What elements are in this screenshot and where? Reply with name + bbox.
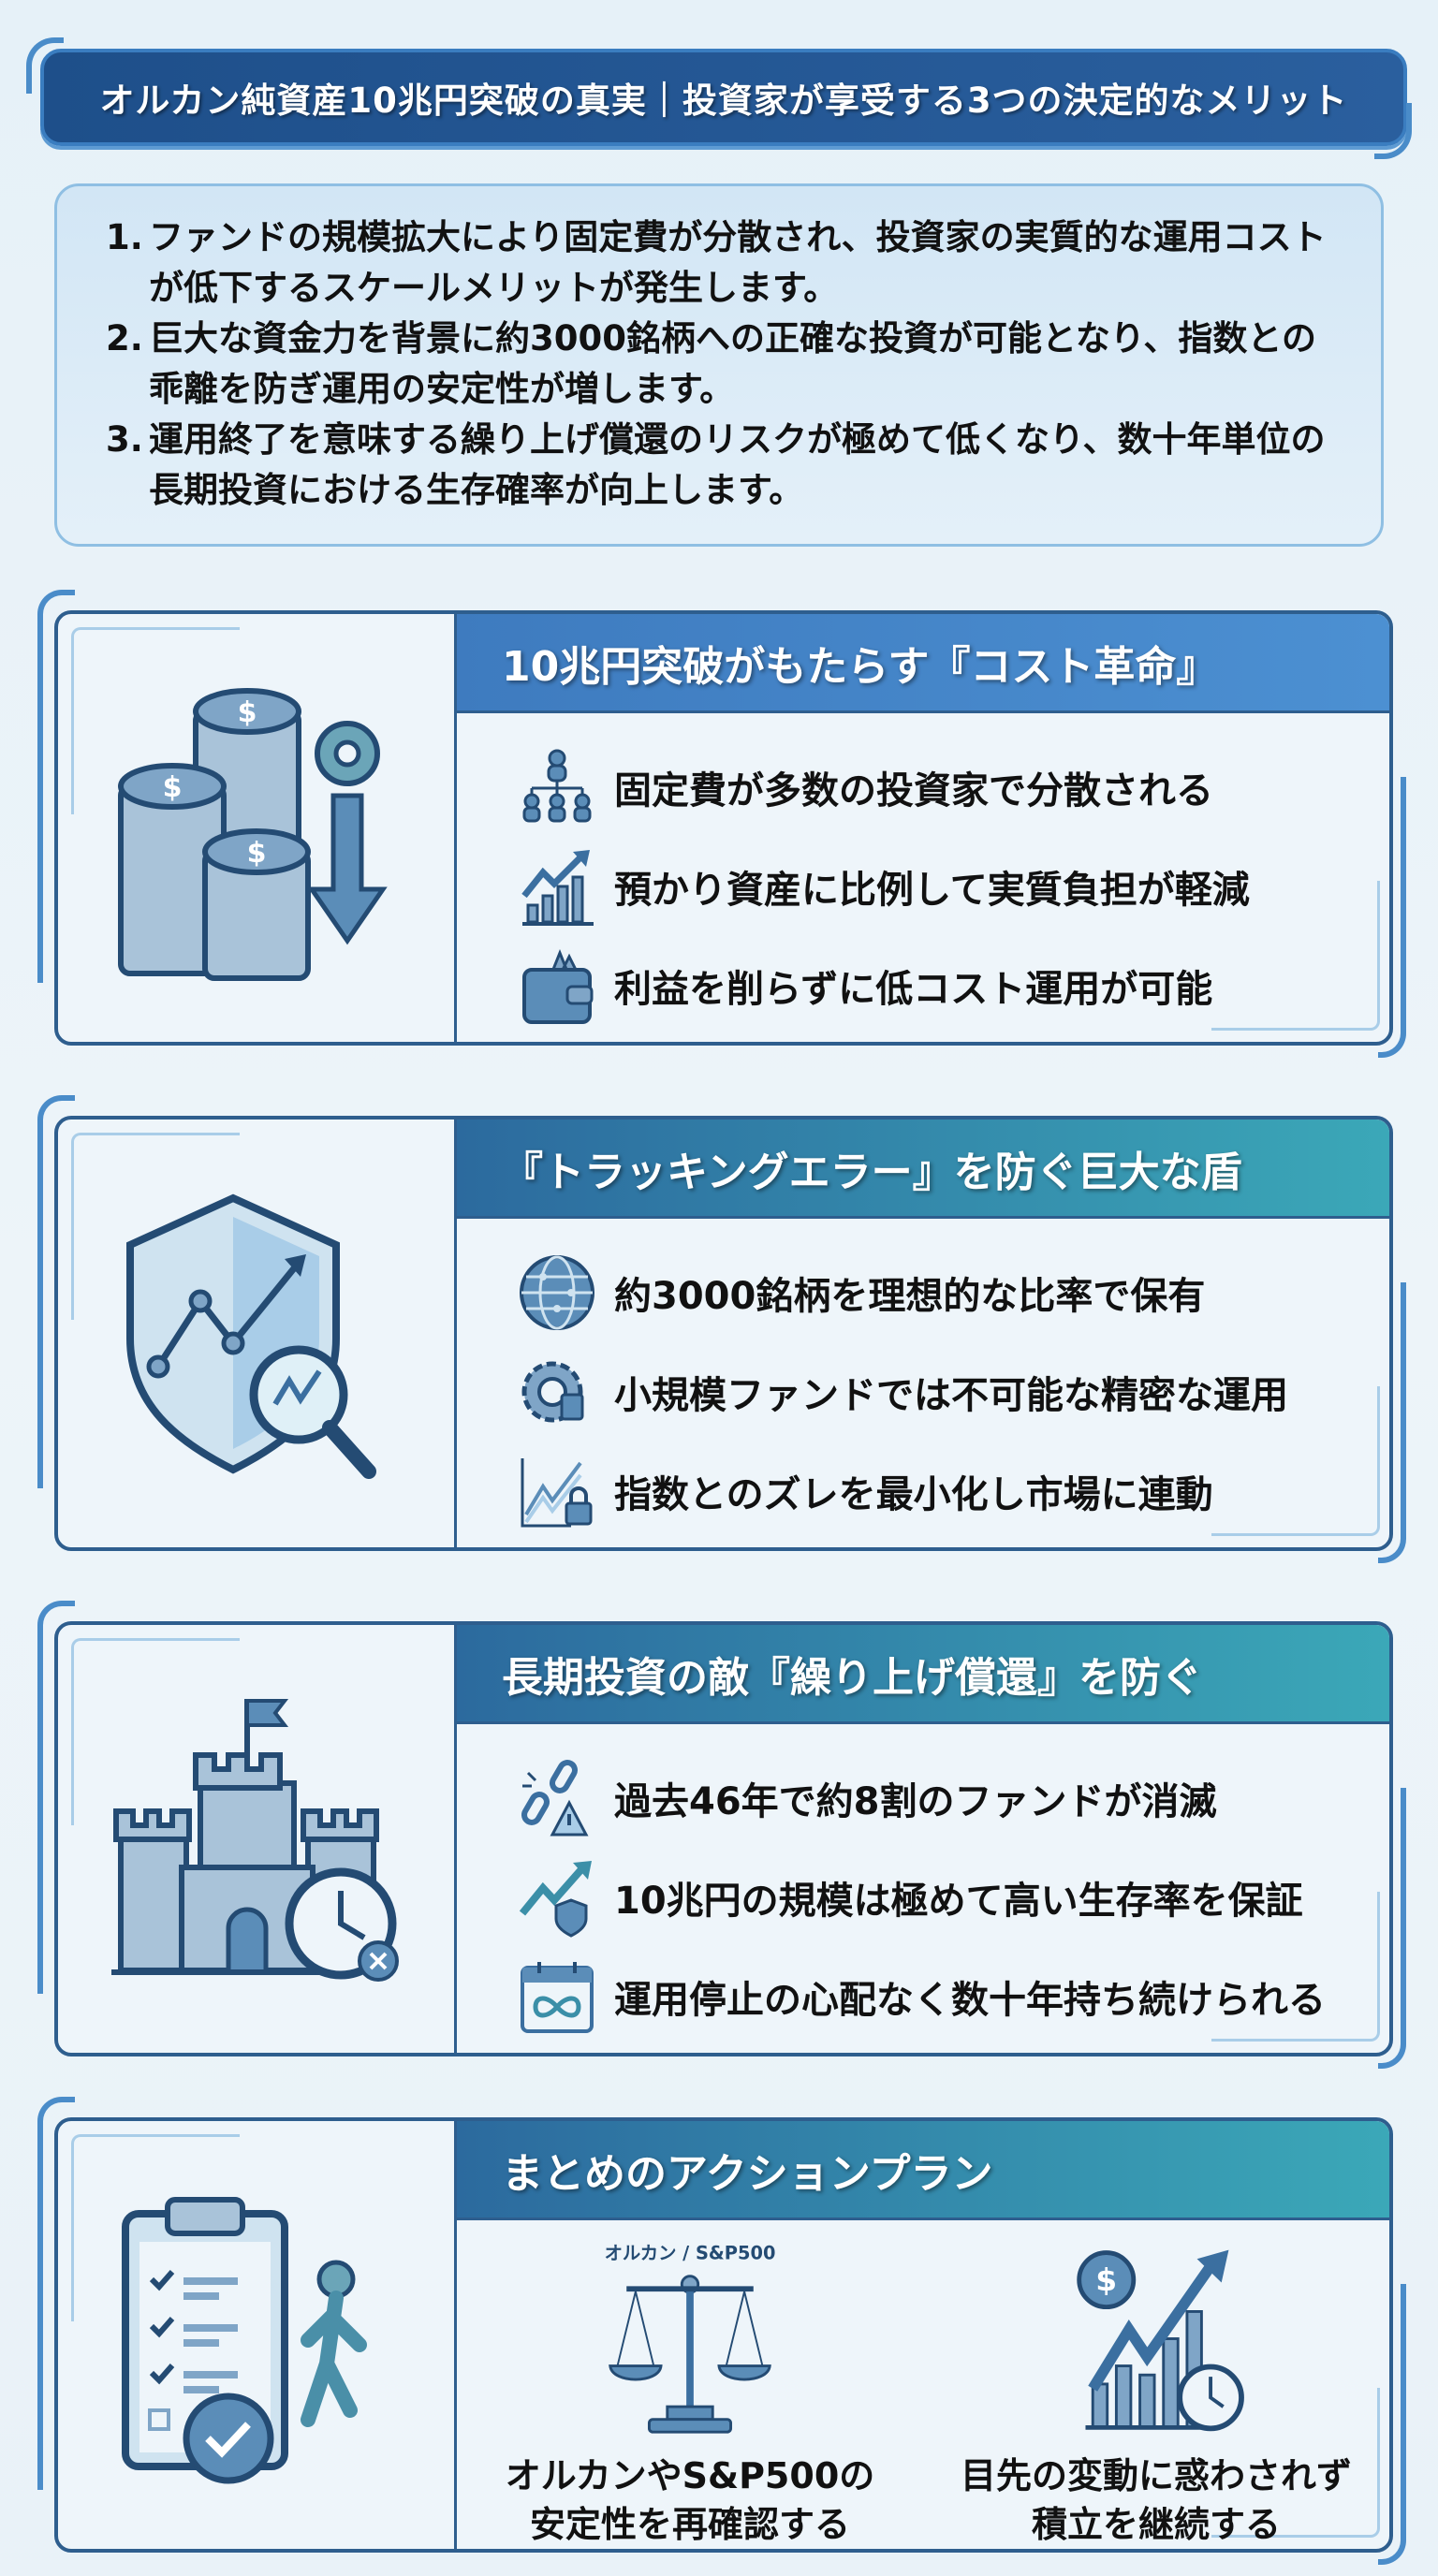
- section-card: 『トラッキングエラー』を防ぐ巨大な盾 約3000銘柄を理想的な比率で保有 小規模: [54, 1116, 1393, 1551]
- svg-text:$: $: [246, 837, 266, 870]
- list-item-text: 過去46年で約8割のファンドが消滅: [614, 1780, 1217, 1823]
- decor-corner: [37, 2097, 75, 2490]
- svg-text:$: $: [162, 771, 182, 804]
- decor-corner: [1378, 777, 1406, 1058]
- broken-chain-warning-icon: [521, 1760, 589, 1837]
- section-illustration: $ $ $: [58, 614, 457, 1042]
- arrow-up-shield-icon: [519, 1861, 592, 1938]
- balance-scale-icon: オルカン / S&P500: [605, 2242, 776, 2434]
- org-chart-people-icon: [522, 749, 592, 823]
- list-item: 固定費が多数の投資家で分散される: [515, 738, 1389, 837]
- svg-text:$: $: [1095, 2261, 1117, 2298]
- summary-number: 1.: [106, 217, 143, 257]
- section-header: 長期投資の敵『繰り上げ償還』を防ぐ: [457, 1625, 1389, 1724]
- list-item-text: 預かり資産に比例して実質負担が軽減: [614, 869, 1250, 912]
- list-item: 過去46年で約8割のファンドが消滅: [515, 1749, 1389, 1848]
- section-title: 長期投資の敵『繰り上げ償還』を防ぐ: [502, 1653, 1202, 1702]
- section-action-plan: まとめのアクションプラン オルカン / S&P500 オルカンやS&P500の …: [28, 2087, 1414, 2574]
- summary-number: 3.: [106, 419, 143, 460]
- decor-line: [71, 1133, 240, 1320]
- summary-item: 3. 運用終了を意味する繰り上げ償還のリスクが極めて低くなり、数十年単位の長期投…: [106, 415, 1343, 516]
- section-illustration: [58, 1120, 457, 1547]
- action-item: オルカン / S&P500 オルカンやS&P500の 安定性を再確認する: [457, 2220, 923, 2549]
- coins-gear-down-arrow-icon: $ $ $: [117, 687, 388, 981]
- list-item: 小規模ファンドでは不可能な精密な運用: [515, 1342, 1389, 1442]
- decor-corner: [1378, 2284, 1406, 2565]
- section-card: まとめのアクションプラン オルカン / S&P500 オルカンやS&P500の …: [54, 2117, 1393, 2553]
- decor-line: [1211, 1386, 1380, 1536]
- decor-corner: [37, 590, 75, 983]
- decor-line: [71, 627, 240, 814]
- list-item: 預かり資産に比例して実質負担が軽減: [515, 837, 1389, 936]
- list-item: 約3000銘柄を理想的な比率で保有: [515, 1243, 1389, 1342]
- summary-text: ファンドの規模拡大により固定費が分散され、投資家の実質的な運用コストが低下するス…: [149, 217, 1327, 308]
- section-header: 『トラッキングエラー』を防ぐ巨大な盾: [457, 1120, 1389, 1219]
- decor-line: [71, 2134, 240, 2321]
- title-bar: オルカン純資産10兆円突破の真実｜投資家が享受する3つの決定的なメリット: [40, 49, 1407, 146]
- section-illustration: [58, 2121, 457, 2549]
- decor-corner: [1378, 1788, 1406, 2069]
- section-list: 約3000銘柄を理想的な比率で保有 小規模ファンドでは不可能な精密な運用: [457, 1219, 1389, 1547]
- decor-line: [71, 1638, 240, 1825]
- list-item: 指数とのズレを最小化し市場に連動: [515, 1442, 1389, 1541]
- globe-network-icon: [520, 1255, 594, 1330]
- action-plan-columns: オルカン / S&P500 オルカンやS&P500の 安定性を再確認する $: [457, 2220, 1389, 2549]
- list-item: 運用停止の心配なく数十年持ち続けられる: [515, 1947, 1389, 2046]
- decor-corner: [1374, 103, 1412, 159]
- page-title: オルカン純資産10兆円突破の真実｜投資家が享受する3つの決定的なメリット: [99, 80, 1348, 121]
- list-item-text: 10兆円の規模は極めて高い生存率を保証: [614, 1880, 1303, 1923]
- section-title: 『トラッキングエラー』を防ぐ巨大な盾: [502, 1148, 1242, 1196]
- decor-line: [1211, 881, 1380, 1031]
- section-header: 10兆円突破がもたらす『コスト革命』: [457, 614, 1389, 713]
- growth-bar-chart-icon: [521, 850, 594, 926]
- section-title: まとめのアクションプラン: [502, 2149, 993, 2198]
- summary-box: 1. ファンドの規模拡大により固定費が分散され、投資家の実質的な運用コストが低下…: [54, 183, 1384, 547]
- section-title: 10兆円突破がもたらす『コスト革命』: [502, 642, 1218, 691]
- list-item-text: 小規模ファンドでは不可能な精密な運用: [614, 1374, 1288, 1417]
- section-illustration: [58, 1625, 457, 2053]
- list-item-text: 利益を削らずに低コスト運用が可能: [614, 968, 1213, 1011]
- decor-line: [1211, 1892, 1380, 2042]
- decor-corner: [1378, 1282, 1406, 1563]
- action-item-text: 目先の変動に惑わされず 積立を継続する: [960, 2455, 1352, 2545]
- dollar-growth-clock-icon: $: [1077, 2249, 1244, 2432]
- summary-text: 運用終了を意味する繰り上げ償還のリスクが極めて低くなり、数十年単位の長期投資にお…: [149, 419, 1326, 510]
- section-card: 長期投資の敵『繰り上げ償還』を防ぐ 過去46年で約8割のファンドが消滅: [54, 1621, 1393, 2056]
- decor-corner: [37, 1095, 75, 1488]
- section-header: まとめのアクションプラン: [457, 2121, 1389, 2220]
- gear-chip-icon: [521, 1361, 584, 1423]
- section-early-redemption: 長期投資の敵『繰り上げ償還』を防ぐ 過去46年で約8割のファンドが消滅: [28, 1591, 1414, 2078]
- list-item-text: 固定費が多数の投資家で分散される: [614, 769, 1213, 812]
- decor-corner: [26, 37, 64, 94]
- shield-magnifier-icon: [125, 1193, 376, 1479]
- action-item: $ 目先の変動に惑わされず 積立を継続する: [923, 2220, 1389, 2549]
- decor-line: [1211, 2388, 1380, 2538]
- calendar-infinity-icon: [521, 1962, 594, 2033]
- list-item: 利益を削らずに低コスト運用が可能: [515, 936, 1389, 1035]
- action-item-text: オルカンやS&P500の 安定性を再確認する: [505, 2455, 875, 2545]
- section-cost-revolution: $ $ $ 10兆円突破がもたらす『コスト革命』: [28, 580, 1414, 1067]
- castle-clock-icon: [110, 1698, 399, 1982]
- chart-lock-icon: [521, 1458, 593, 1528]
- summary-item: 2. 巨大な資金力を背景に約3000銘柄への正確な投資が可能となり、指数との乖離…: [106, 314, 1343, 415]
- summary-item: 1. ファンドの規模拡大により固定費が分散され、投資家の実質的な運用コストが低下…: [106, 212, 1343, 314]
- svg-text:$: $: [237, 696, 257, 729]
- section-list: 過去46年で約8割のファンドが消滅 10兆円の規模は極めて高い生存率を保証 運用…: [457, 1724, 1389, 2053]
- scale-label: オルカン / S&P500: [605, 2242, 776, 2263]
- title-banner: オルカン純資産10兆円突破の真実｜投資家が享受する3つの決定的なメリット: [26, 37, 1412, 159]
- section-tracking-error: 『トラッキングエラー』を防ぐ巨大な盾 約3000銘柄を理想的な比率で保有 小規模: [28, 1086, 1414, 1573]
- summary-text: 巨大な資金力を背景に約3000銘柄への正確な投資が可能となり、指数との乖離を防ぎ…: [149, 318, 1317, 409]
- list-item-text: 約3000銘柄を理想的な比率で保有: [614, 1275, 1206, 1318]
- list-item-text: 指数とのズレを最小化し市場に連動: [614, 1473, 1213, 1516]
- wallet-up-arrow-icon: [522, 948, 594, 1024]
- summary-number: 2.: [106, 318, 143, 359]
- list-item-text: 運用停止の心配なく数十年持ち続けられる: [614, 1979, 1326, 2022]
- clipboard-checklist-walker-icon: [121, 2196, 367, 2483]
- section-card: $ $ $ 10兆円突破がもたらす『コスト革命』: [54, 610, 1393, 1046]
- section-list: 固定費が多数の投資家で分散される 預かり資産に比例して実質負担が軽減: [457, 713, 1389, 1042]
- decor-corner: [37, 1601, 75, 1994]
- list-item: 10兆円の規模は極めて高い生存率を保証: [515, 1848, 1389, 1947]
